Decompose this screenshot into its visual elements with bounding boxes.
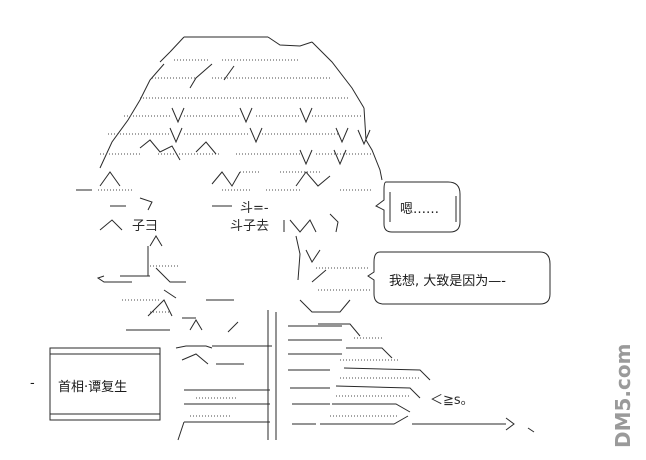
speech-bubble-2-outline	[367, 251, 551, 305]
hair-shading	[98, 59, 372, 191]
face-features: 子彐 斗=- 斗子去	[76, 189, 339, 333]
speech-bubble-1-outline	[375, 181, 461, 233]
svg-text:子彐: 子彐	[132, 219, 158, 234]
watermark-text: DM5.com	[611, 344, 635, 448]
hair-strands	[99, 107, 371, 187]
svg-text:斗子去: 斗子去	[230, 219, 269, 234]
caption-text: 首相·谭复生	[58, 380, 128, 395]
watermark-logo: DM5.com	[608, 340, 638, 450]
collar-body: ＜≧s。	[175, 299, 535, 441]
svg-text:斗=-: 斗=-	[240, 201, 269, 216]
collar-shading	[122, 265, 420, 417]
caption-box-outline	[49, 347, 161, 421]
hair-outline	[99, 36, 383, 181]
speech-bubble-2-text: 我想, 大致是因为—-	[389, 274, 506, 289]
speech-bubble-1-text: 嗯……	[400, 202, 440, 217]
caption-dash: -	[30, 376, 35, 391]
svg-text:＜≧s。: ＜≧s。	[430, 393, 474, 408]
